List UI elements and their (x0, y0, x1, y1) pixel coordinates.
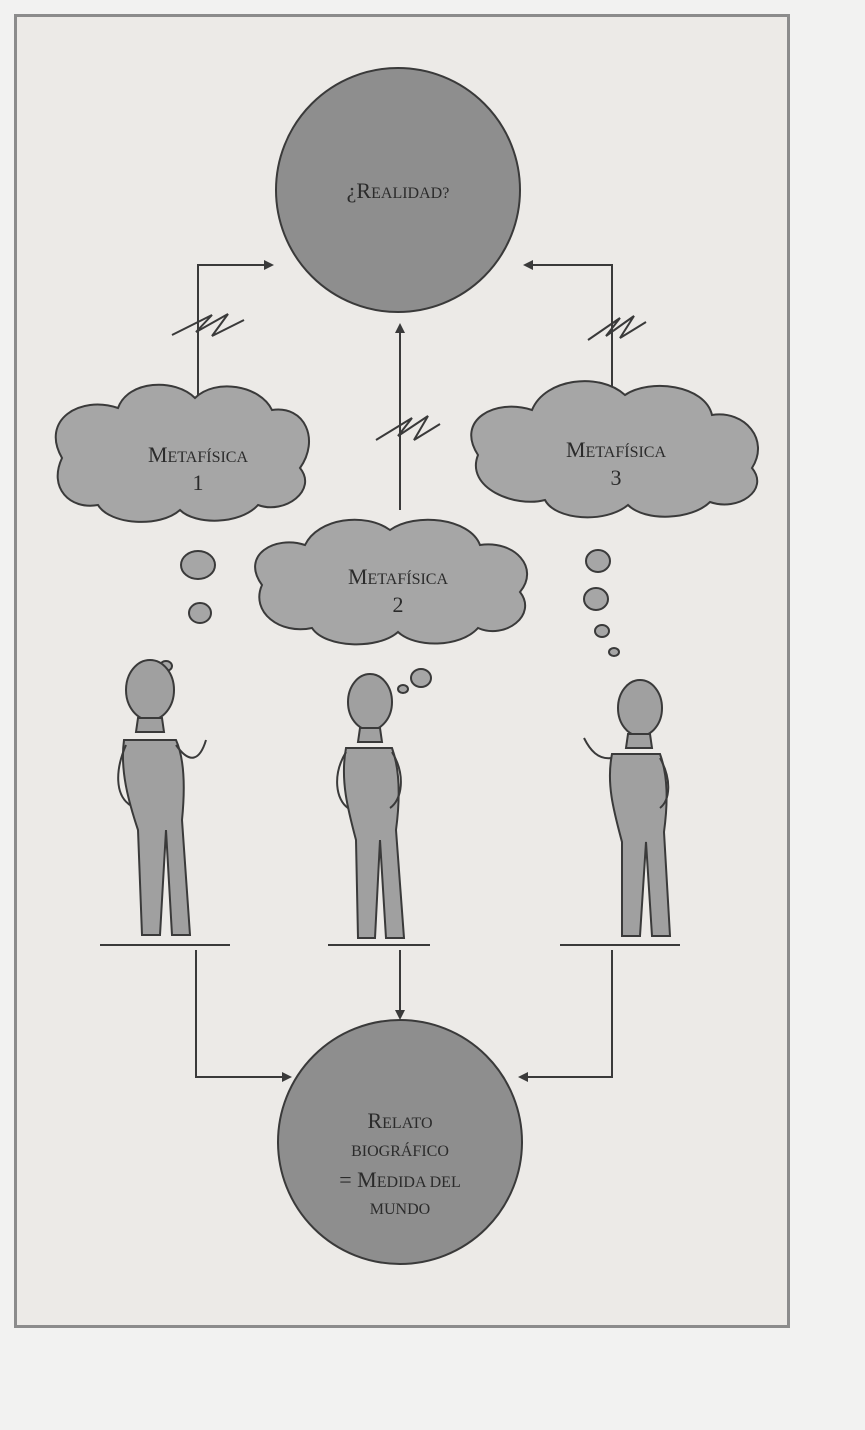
bubble-3b (583, 587, 609, 611)
bubble-3d (608, 647, 620, 657)
person-figure-3 (560, 679, 680, 946)
story-line-3: = MEDIDA DEL (339, 1167, 460, 1192)
bubble-1a (180, 550, 216, 580)
bubble-3a (585, 549, 611, 573)
cloud-metaphysics-3 (470, 380, 759, 519)
zigzag-1 (171, 313, 245, 337)
thought-bubbles (159, 549, 620, 694)
cloud-metaphysics-2 (254, 518, 529, 646)
zigzag-2 (375, 415, 441, 441)
arrow-metaphysics-3-to-reality (523, 260, 613, 400)
metaphysics-3-label: METAFÍSICA (566, 437, 667, 462)
person-figure-2 (328, 673, 430, 946)
reality-circle (275, 67, 521, 313)
arrow-metaphysics-1-to-reality (197, 260, 274, 405)
story-line-4: MUNDO (370, 1201, 430, 1218)
story-circle (277, 1019, 523, 1265)
reality-label: ¿REALIDAD? (347, 178, 450, 203)
metaphysics-3-number: 3 (611, 465, 622, 490)
bubble-1b (188, 602, 212, 624)
bubble-2a (410, 668, 432, 688)
metaphysics-2-label: METAFÍSICA (348, 564, 449, 589)
metaphysics-2-number: 2 (393, 592, 404, 617)
arrow-figure-3-to-story (518, 950, 613, 1082)
bubble-3c (594, 624, 610, 638)
person-figure-1 (100, 659, 230, 946)
zigzag-3 (587, 315, 647, 341)
story-line-2: BIOGRÁFICO (351, 1141, 449, 1160)
broken-link-zigzags (171, 313, 647, 441)
bubble-2b (397, 684, 409, 694)
metaphysics-1-label: METAFÍSICA (148, 442, 249, 467)
metaphysics-1-number: 1 (193, 470, 204, 495)
cloud-metaphysics-1 (54, 383, 310, 523)
arrow-figure-1-to-story (195, 950, 292, 1082)
story-line-1: RELATO (367, 1108, 432, 1133)
